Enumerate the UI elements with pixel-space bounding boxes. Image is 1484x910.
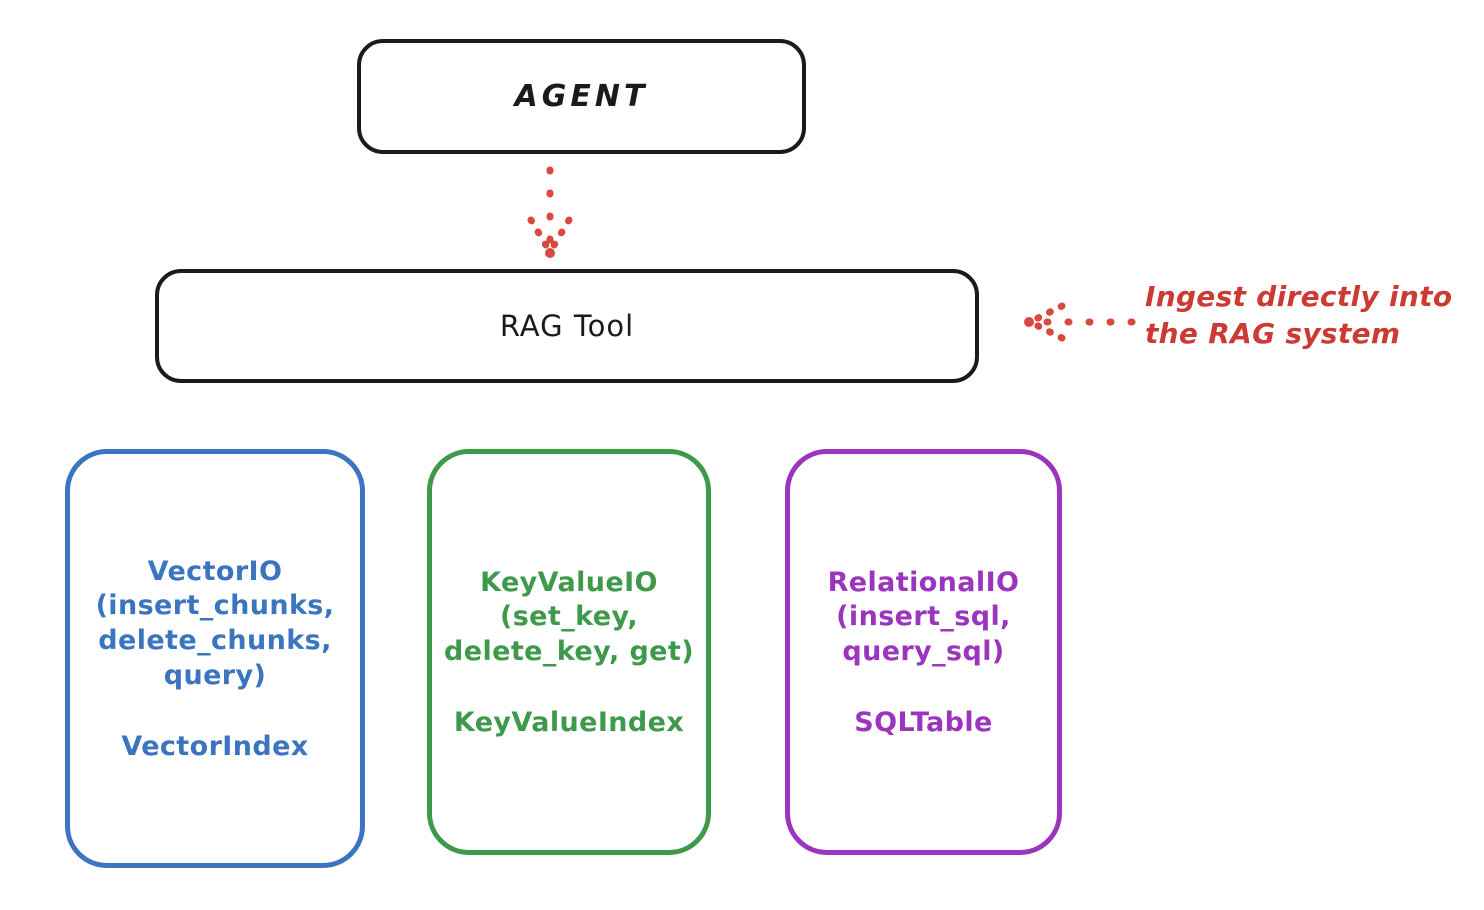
- node-relational-io-index: SQLTable: [854, 707, 993, 739]
- node-vector-io-index: VectorIndex: [121, 731, 309, 763]
- node-key-value-io[interactable]: KeyValueIO (set_key, delete_key, get) Ke…: [427, 449, 711, 855]
- node-relational-io-title: RelationalIO (insert_sql, query_sql): [827, 566, 1020, 667]
- node-vector-io[interactable]: VectorIO (insert_chunks, delete_chunks, …: [65, 449, 365, 868]
- node-rag-tool[interactable]: RAG Tool: [155, 269, 979, 383]
- connector-agent-to-rag-tool: [527, 166, 573, 258]
- node-agent[interactable]: AGENT: [357, 39, 806, 154]
- annotation-ingest-directly: Ingest directly into the RAG system: [1145, 280, 1453, 350]
- node-rag-tool-label: RAG Tool: [499, 309, 635, 343]
- node-key-value-io-index: KeyValueIndex: [453, 707, 685, 739]
- node-agent-label: AGENT: [514, 79, 649, 114]
- node-relational-io[interactable]: RelationalIO (insert_sql, query_sql) SQL…: [785, 449, 1062, 855]
- node-vector-io-title: VectorIO (insert_chunks, delete_chunks, …: [95, 555, 335, 691]
- connector-annotation-to-rag-tool: [1024, 302, 1136, 342]
- node-key-value-io-title: KeyValueIO (set_key, delete_key, get): [444, 566, 694, 667]
